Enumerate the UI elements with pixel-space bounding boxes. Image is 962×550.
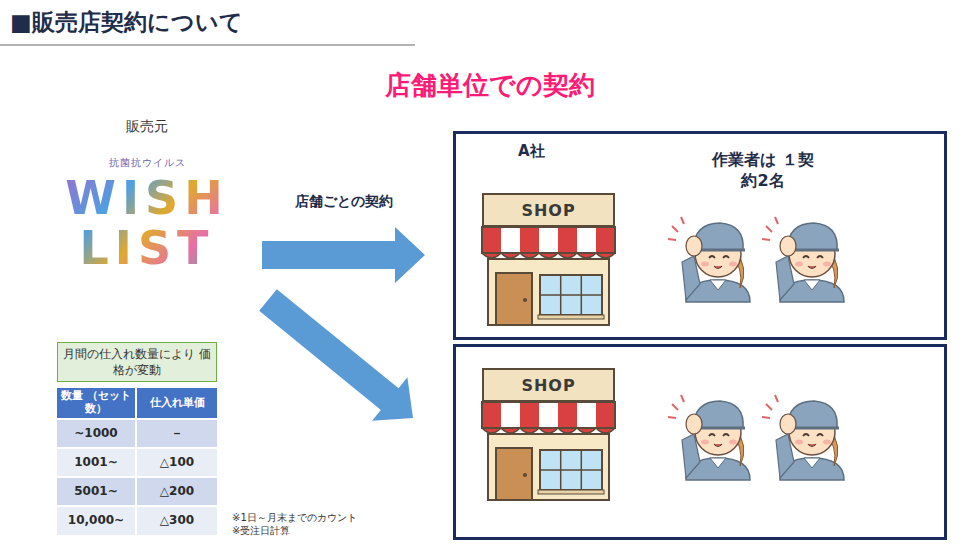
edge-label: 店舗ごとの契約 bbox=[292, 192, 396, 212]
block-arrow bbox=[259, 289, 413, 421]
footnote: ※受注日計算 bbox=[232, 524, 290, 538]
table-cell: ~1000 bbox=[57, 420, 135, 447]
shop-sign-text: SHOP bbox=[521, 376, 575, 395]
page-title: ■販売店契約について bbox=[10, 7, 243, 38]
shop-sign: SHOP bbox=[482, 368, 615, 402]
price-note-text: 月間の仕入れ数量により 価格が変動 bbox=[62, 346, 212, 378]
worker-illustration bbox=[668, 395, 750, 480]
block-arrow bbox=[262, 227, 425, 283]
logo-wordmark: WISH LIST bbox=[59, 174, 235, 273]
title-rule bbox=[0, 44, 415, 46]
vendor-heading: 販売元 bbox=[126, 118, 168, 136]
table-header: 数量 （セット数） bbox=[57, 388, 135, 418]
subtitle: 店舗単位での契約 bbox=[300, 68, 680, 103]
worker-note: 作業者は １契約2名 bbox=[708, 150, 818, 192]
shop-contract-box: A社 作業者は １契約2名 SHOP bbox=[453, 131, 947, 340]
table-cell: 1001~ bbox=[57, 449, 135, 476]
table-cell: － bbox=[137, 420, 217, 447]
table-cell: △100 bbox=[137, 449, 217, 476]
footnote: ※1日～月末までのカウント bbox=[232, 511, 357, 525]
price-note-box: 月間の仕入れ数量により 価格が変動 bbox=[57, 342, 217, 382]
worker-illustration bbox=[762, 217, 844, 302]
shop-contract-box: SHOP bbox=[453, 344, 947, 540]
shop-illustration bbox=[482, 227, 615, 325]
shop-sign: SHOP bbox=[482, 193, 615, 227]
vendor-logo: 販売元抗菌抗ウイルス WISH LIST bbox=[52, 118, 242, 273]
worker-illustration bbox=[668, 217, 750, 302]
table-header: 仕入れ単価 bbox=[137, 388, 217, 418]
logo-tagline: 抗菌抗ウイルス bbox=[109, 156, 186, 170]
table-cell: △200 bbox=[137, 478, 217, 505]
table-cell: △300 bbox=[137, 507, 217, 535]
worker-illustration bbox=[762, 395, 844, 480]
table-cell: 10,000~ bbox=[57, 507, 135, 535]
shop-illustration bbox=[482, 402, 615, 500]
shop-sign-text: SHOP bbox=[521, 201, 575, 220]
table-cell: 5001~ bbox=[57, 478, 135, 505]
company-name: A社 bbox=[518, 142, 545, 161]
